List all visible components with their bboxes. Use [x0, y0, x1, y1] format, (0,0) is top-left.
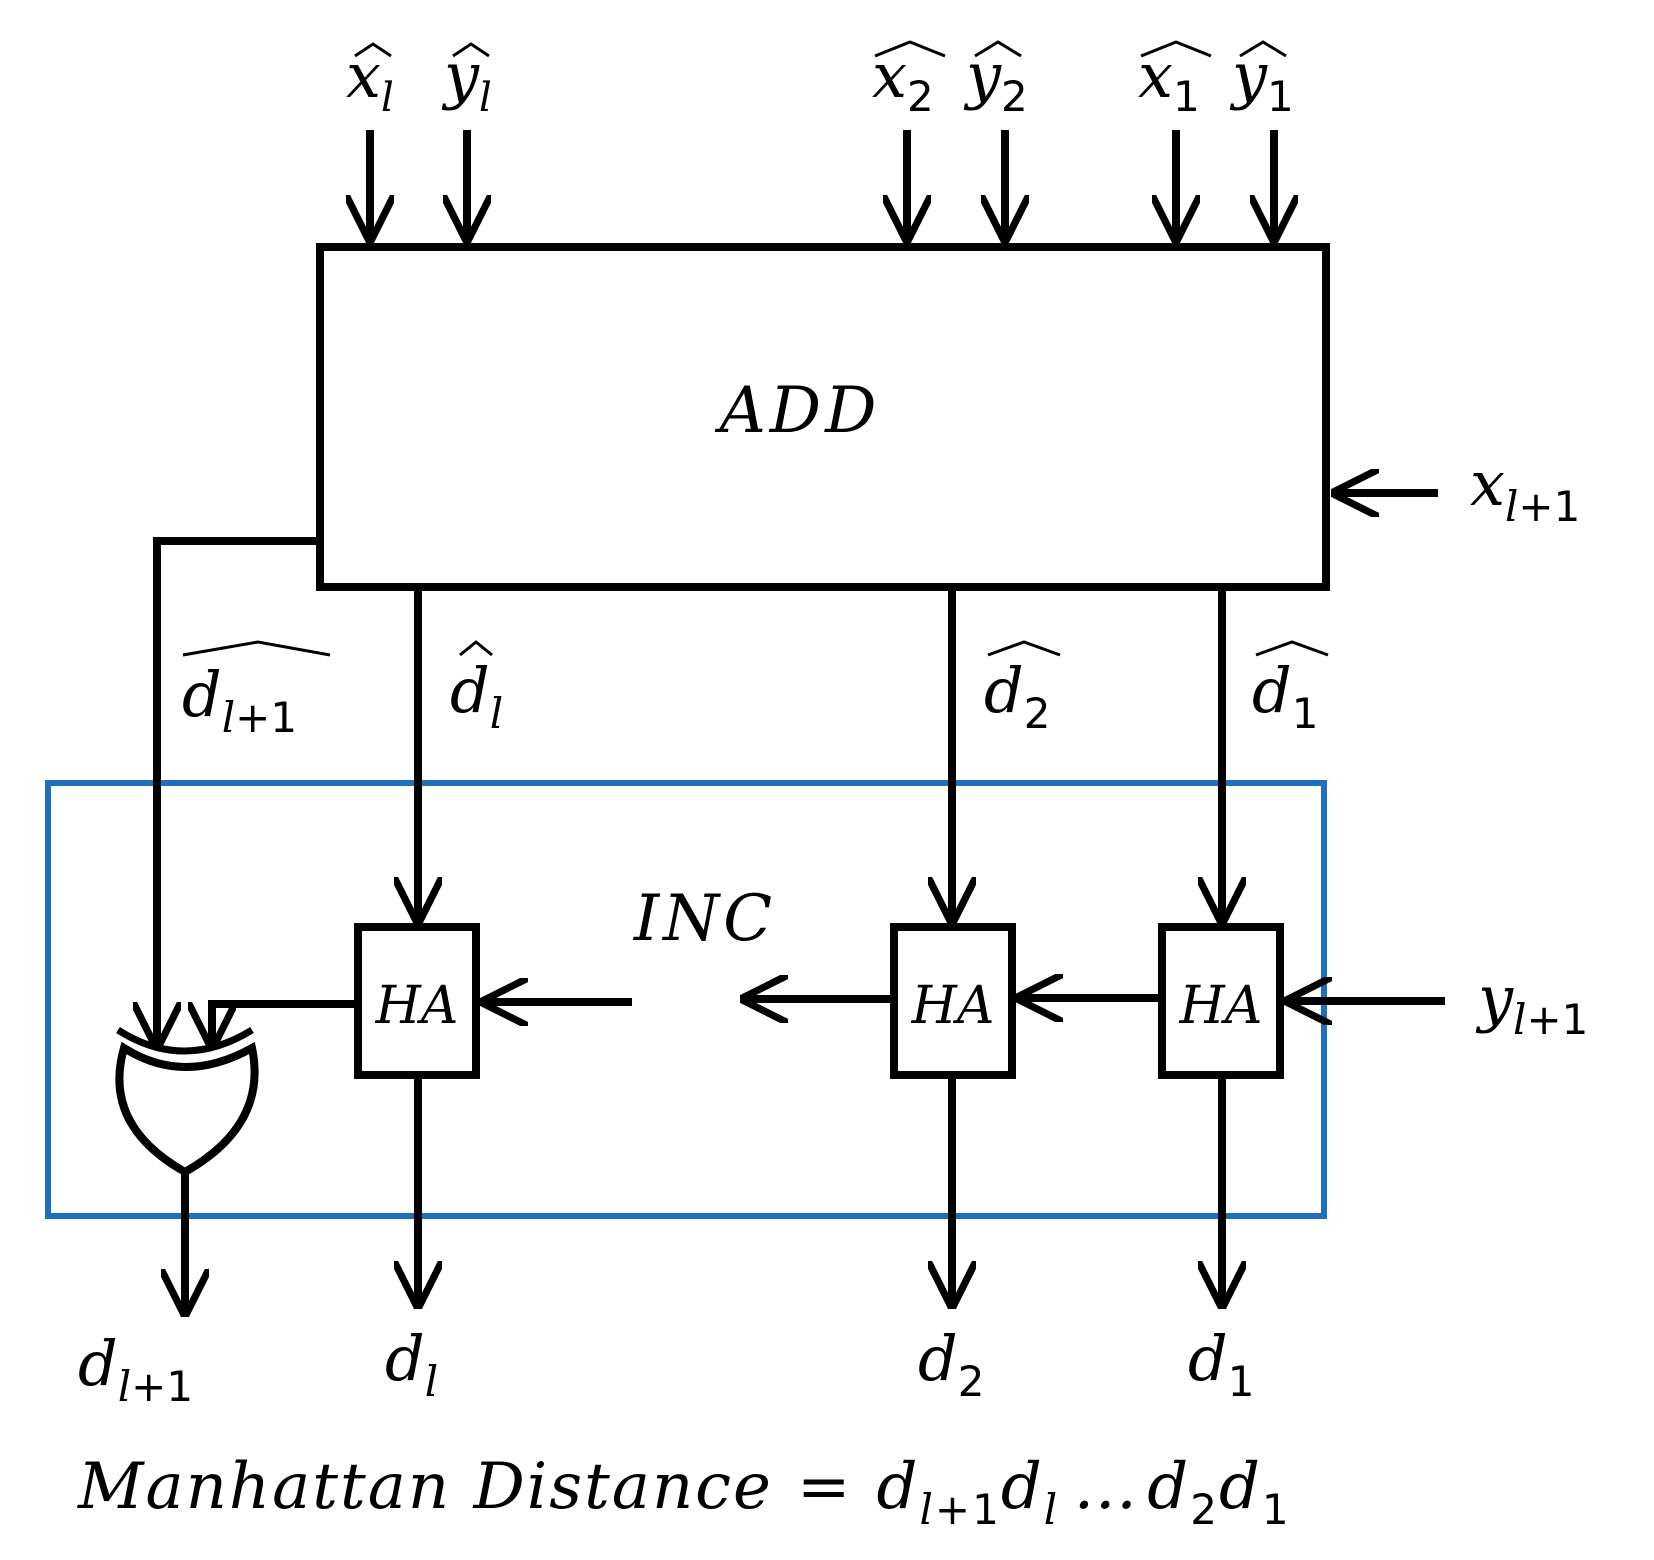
half-adder-1-label: HA — [1179, 976, 1263, 1036]
svg-text:x2: x2 — [872, 39, 934, 121]
d-2-hat-label: d2 — [984, 640, 1061, 738]
top-input-arrows — [370, 130, 1274, 238]
svg-text:y2: y2 — [963, 39, 1028, 121]
input-label-y-2-hat: y2 — [963, 39, 1028, 121]
d-l1-hat-label: dl+1 — [182, 640, 331, 742]
input-label-y-1-hat: y1 — [1229, 39, 1294, 121]
d-l-hat-label: dl — [450, 640, 503, 738]
half-adder-l-label: HA — [375, 976, 459, 1036]
svg-text:yl: yl — [441, 39, 492, 121]
xor-gate — [115, 1027, 259, 1177]
svg-text:d2: d2 — [984, 654, 1050, 738]
input-label-x-1-hat: x1 — [1138, 39, 1212, 121]
carry-out-wire — [157, 537, 320, 1045]
svg-text:dl+1: dl+1 — [182, 658, 297, 742]
add-block — [316, 243, 1330, 591]
add-block-label: ADD — [715, 374, 881, 448]
inc-block-label: INC — [633, 882, 776, 956]
svg-text:d1: d1 — [1252, 654, 1318, 738]
svg-text:xl: xl — [346, 39, 394, 121]
svg-text:x1: x1 — [1138, 39, 1200, 121]
carry-l-to-xor — [212, 1000, 358, 1045]
manhattan-distance-formula: Manhattan Distance=dl+1dl…d2d1 — [77, 1450, 1291, 1534]
d-1-hat-label: d1 — [1252, 640, 1329, 738]
d-l1-output-label: dl+1 — [78, 1327, 193, 1411]
half-adder-l — [354, 923, 480, 1079]
svg-text:dl: dl — [450, 654, 503, 738]
svg-text:y1: y1 — [1229, 39, 1294, 121]
half-adder-2-label: HA — [911, 976, 995, 1036]
y-l1-label: yl+1 — [1475, 962, 1588, 1044]
input-label-x-l-hat: xl — [346, 39, 394, 121]
input-label-x-2-hat: x2 — [872, 39, 946, 121]
input-label-y-l-hat: yl — [441, 39, 492, 121]
d-1-output-label: d1 — [1188, 1322, 1254, 1406]
x-l1-label: xl+1 — [1470, 447, 1580, 531]
d-2-output-label: d2 — [918, 1322, 984, 1406]
d-l-output-label: dl — [385, 1322, 438, 1406]
